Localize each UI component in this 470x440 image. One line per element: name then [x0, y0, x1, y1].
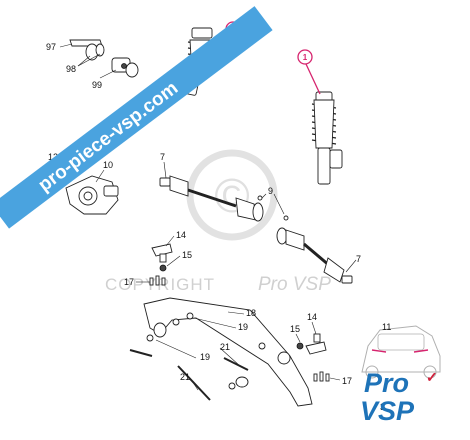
drive-shaft-lower	[276, 227, 357, 284]
marker-1-right: 1	[297, 49, 321, 95]
callout-3: 3	[380, 402, 385, 412]
callout-10: 10	[103, 160, 113, 170]
ball-joint-right	[295, 321, 341, 382]
callout-9: 9	[268, 186, 273, 196]
pro-vsp-logo: Pro VSP ✓	[360, 368, 438, 426]
callout-17-right: 17	[342, 376, 352, 386]
callout-7-lower: 7	[356, 254, 361, 264]
callout-15-left: 15	[182, 250, 192, 260]
callout-21-upper: 21	[220, 342, 230, 352]
seal-kit-group	[59, 39, 139, 79]
callout-19-upper: 19	[238, 322, 248, 332]
copyright-brand: Pro VSP	[258, 274, 331, 295]
callout-14-right: 14	[307, 312, 317, 322]
ball-joint-left	[136, 235, 181, 286]
callout-99: 99	[92, 80, 102, 90]
callout-21-lower: 21	[180, 372, 190, 382]
callout-14-left: 14	[176, 230, 186, 240]
callout-15-right: 15	[290, 324, 300, 334]
callout-19-lower: 19	[200, 352, 210, 362]
callout-97: 97	[46, 42, 56, 52]
marker-1-right-label: 1	[303, 53, 308, 62]
right-shock-absorber	[311, 91, 343, 185]
clip-pin	[257, 193, 289, 221]
logo-vsp: VSP	[360, 396, 415, 426]
copyright-watermark: © COPYRIGHT Pro VSP	[105, 149, 331, 295]
svg-text:✓: ✓	[426, 369, 438, 385]
drive-shaft-upper	[159, 161, 264, 222]
lower-control-arm	[129, 297, 313, 407]
callout-18: 18	[246, 308, 256, 318]
callout-98: 98	[66, 64, 76, 74]
callout-17-left: 17	[124, 277, 134, 287]
copyright-word: COPYRIGHT	[105, 275, 215, 294]
vehicle-outline	[361, 325, 441, 379]
callout-7-upper: 7	[160, 152, 165, 162]
callout-12: 12	[48, 152, 58, 162]
logo-pro: Pro	[364, 368, 409, 398]
callout-11: 11	[382, 322, 391, 332]
